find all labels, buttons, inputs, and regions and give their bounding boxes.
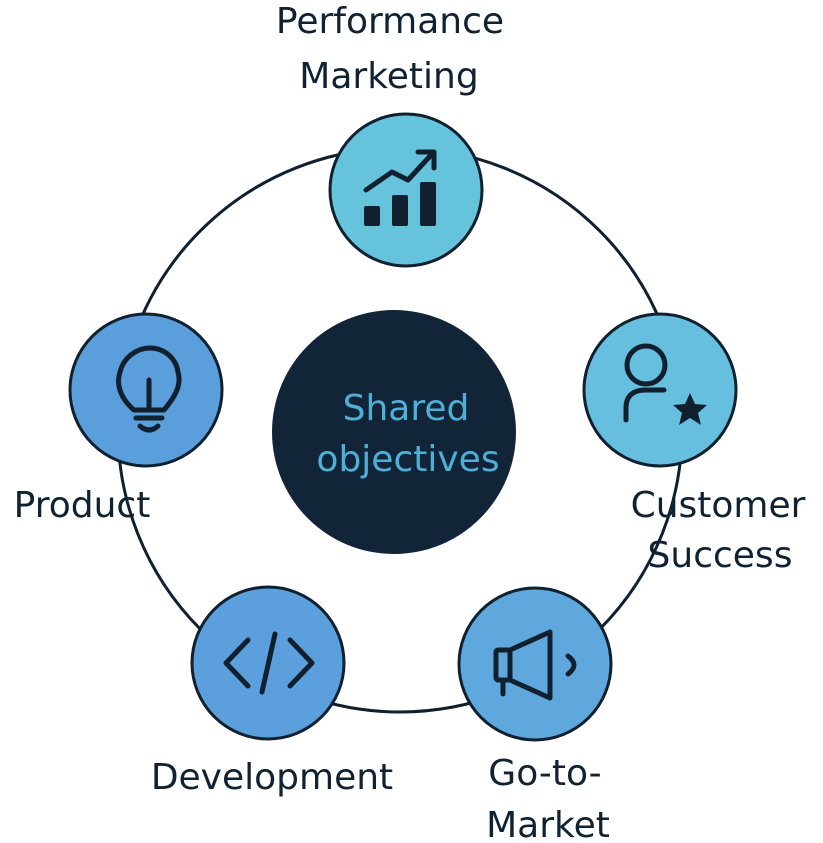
center-circle xyxy=(272,310,516,554)
node-customer-success xyxy=(582,312,738,468)
node-performance-marketing xyxy=(328,112,484,268)
center-label-line1: Shared xyxy=(343,388,470,429)
center-label-line2: objectives xyxy=(316,439,499,480)
growth-chart-icon xyxy=(363,149,437,226)
lightbulb-icon xyxy=(116,345,182,433)
code-icon xyxy=(223,631,315,695)
node-product xyxy=(68,312,224,468)
megaphone-icon xyxy=(493,629,577,701)
user-star-icon xyxy=(623,343,707,425)
node-label-development: Development xyxy=(151,757,393,798)
node-label-go-to-market-line1: Go-to- xyxy=(488,753,601,794)
node-label-customer-success-line1: Customer xyxy=(631,485,806,526)
node-label-go-to-market-line2: Market xyxy=(486,805,610,843)
node-label-customer-success-line2: Success xyxy=(648,535,793,576)
node-development xyxy=(190,585,346,741)
node-label-performance-marketing-line1: Performance xyxy=(276,1,504,42)
node-label-product: Product xyxy=(14,485,151,526)
node-go-to-market xyxy=(457,586,613,742)
node-label-performance-marketing-line2: Marketing xyxy=(299,56,478,97)
